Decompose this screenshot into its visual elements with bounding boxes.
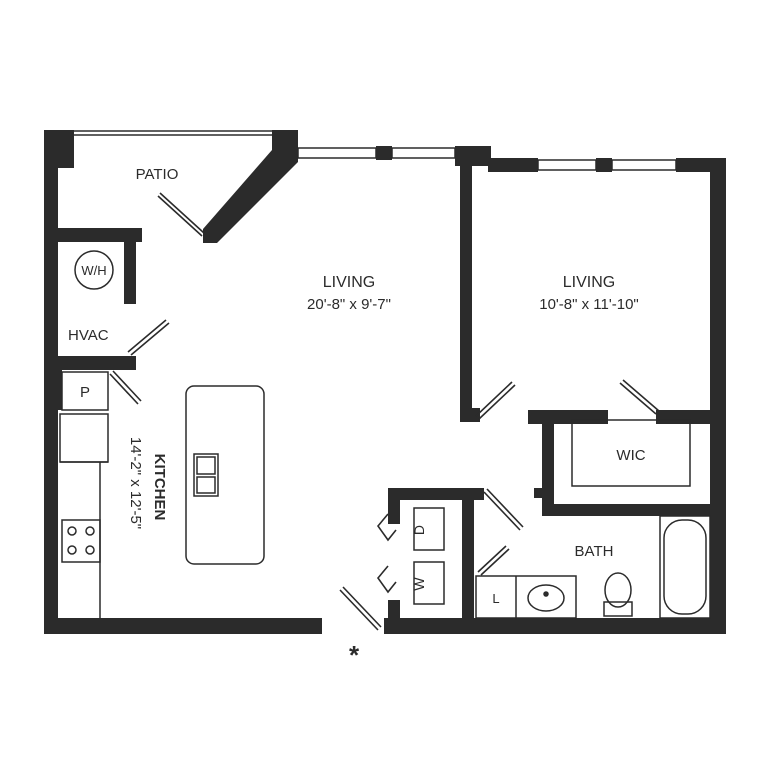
wall-bottom-left (44, 618, 322, 634)
exterior-walls (44, 130, 726, 634)
doors (109, 192, 660, 631)
laundry-door-upper (376, 513, 397, 542)
bath-label: BATH (575, 543, 614, 560)
window-living-1 (297, 147, 377, 159)
fixtures (59, 250, 711, 619)
wic-label: WIC (616, 447, 645, 464)
wall-left (44, 130, 58, 634)
living-main-dimensions: 20'-8" x 9'-7" (307, 296, 391, 313)
wall-bottom-right (384, 618, 726, 634)
vanity (475, 575, 577, 619)
entry-marker: * (349, 640, 360, 670)
wic-shelf (571, 419, 691, 487)
patio-door (157, 195, 203, 237)
kitchen-label: KITCHEN (151, 454, 168, 521)
bath-door (483, 491, 521, 531)
pantry-closet (61, 371, 109, 411)
living-right-dimensions: 10'-8" x 11'-10" (539, 296, 639, 313)
wall-right (710, 158, 726, 634)
water-heater-label: W/H (81, 263, 106, 278)
wall-top-right-corner (676, 158, 726, 172)
entry-door (339, 589, 379, 631)
pantry-label: P (80, 384, 90, 401)
refrigerator (59, 413, 109, 463)
linen-label: L (492, 591, 499, 606)
window-mullion-1 (376, 146, 392, 160)
pantry-door (109, 373, 139, 405)
interior-walls (58, 160, 712, 620)
wall-patio-diagonal (203, 150, 298, 243)
living-main-label: LIVING (323, 274, 375, 291)
kitchen-dimensions: 14'-2" x 12'-5" (127, 437, 144, 529)
window-bedroom-2 (611, 159, 677, 171)
stove-icon (61, 519, 101, 563)
bath-door-2 (477, 545, 507, 573)
window-mullion-2 (596, 158, 612, 172)
toilet-icon (604, 572, 632, 608)
hvac-label: HVAC (68, 327, 109, 344)
window-bedroom-1 (537, 159, 597, 171)
washer-label: W (411, 577, 427, 591)
window-living-2 (391, 147, 456, 159)
living-right-label: LIVING (563, 274, 615, 291)
kitchen-island (185, 385, 265, 565)
wic-door (619, 382, 657, 415)
laundry-door-lower (376, 565, 397, 594)
bathtub-icon (659, 515, 711, 619)
patio-label: PATIO (136, 166, 179, 183)
washer-box (413, 561, 445, 605)
water-heater-icon (74, 250, 114, 290)
hvac-door (127, 319, 167, 353)
wall-top-right-seg (488, 158, 538, 172)
windows (74, 130, 677, 171)
lavatory-sink-icon (527, 584, 565, 612)
dryer-label: D (411, 525, 427, 535)
bedroom-door (475, 381, 513, 417)
sink-icon (193, 453, 219, 497)
wall-top-left-corner (44, 130, 74, 168)
labels: PATIO LIVING 20'-8" x 9'-7" LIVING 10'-8… (68, 166, 646, 670)
dryer-box (413, 507, 445, 551)
